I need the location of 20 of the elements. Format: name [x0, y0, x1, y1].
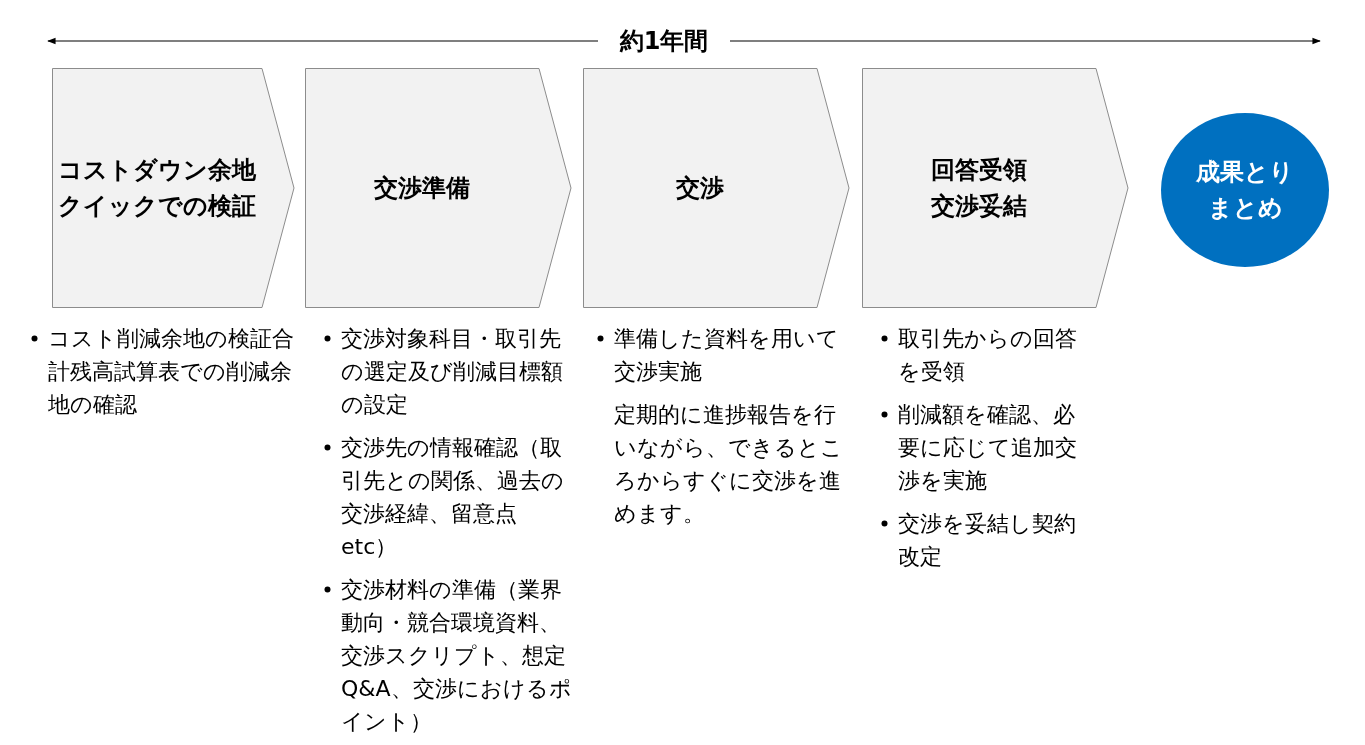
step-note: 定期的に進捗報告を行いながら、できるところからすぐに交渉を進めます。 [614, 402, 843, 526]
bullet-text: 交渉材料の準備（業界動向・競合環境資料、交渉スクリプト、想定Q&A、交渉におけるポイント） [341, 577, 572, 734]
bullet-text: 交渉を妥結し契約改定 [898, 511, 1076, 569]
step-title: 成果とりまとめ [1195, 157, 1295, 224]
process-step-box [862, 68, 1129, 308]
step-title: 回答受領交渉妥結 [930, 155, 1028, 222]
bullet-text: 交渉先の情報確認（取引先との関係、過去の交渉経緯、留意点etc） [341, 435, 564, 559]
process-step-box [305, 68, 572, 308]
step-title: 交渉 [675, 173, 725, 204]
result-circle [1160, 112, 1330, 268]
bullet-text: コスト削減余地の検証合計残高試算表での削減余地の確認 [48, 326, 294, 417]
duration-label: 約1年間 [619, 26, 709, 57]
process-step-box [583, 68, 850, 308]
bullet-text: 交渉対象科目・取引先の選定及び削減目標額の設定 [341, 326, 563, 417]
step-title: 交渉準備 [373, 173, 471, 204]
bullet-text: 取引先からの回答を受領 [898, 326, 1077, 384]
step-title: コストダウン余地クイックでの検証 [57, 155, 257, 222]
bullet-text: 削減額を確認、必要に応じて追加交渉を実施 [898, 402, 1077, 493]
bullet-text: 準備した資料を用いて交渉実施 [614, 326, 839, 384]
process-step-box [52, 68, 295, 308]
